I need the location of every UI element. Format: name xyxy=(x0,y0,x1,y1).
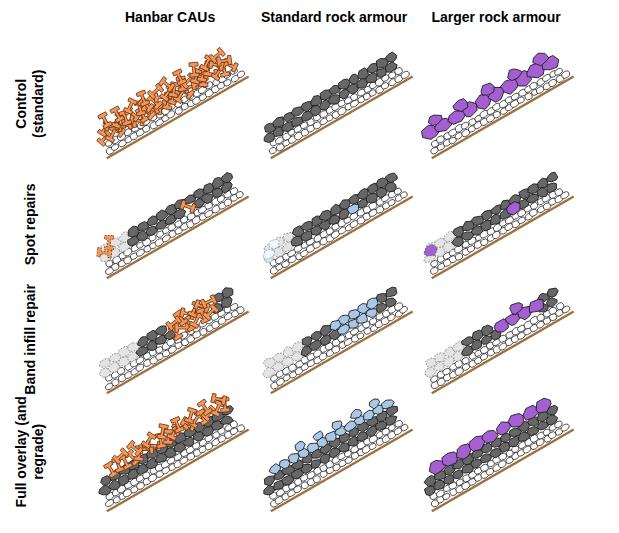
hanbar-unit xyxy=(189,62,199,77)
armour-rock xyxy=(330,419,343,431)
row-heading: Spot repairs xyxy=(22,165,39,283)
armour-rock xyxy=(385,51,399,64)
base-line xyxy=(107,76,249,158)
hanbar-unit xyxy=(170,416,184,433)
revetment-section xyxy=(248,390,413,512)
revetment-section xyxy=(88,280,248,394)
armour-rock xyxy=(478,81,496,98)
armour-rock xyxy=(452,97,470,114)
hanbar-unit xyxy=(123,98,137,115)
column-heading: Hanbar CAUs xyxy=(125,9,215,26)
revetment-section xyxy=(255,49,413,159)
hanbar-unit xyxy=(126,440,143,456)
armour-rock xyxy=(508,300,525,316)
revetment-section xyxy=(86,40,249,159)
armour-rock xyxy=(220,171,235,185)
row-heading: Control (standard) xyxy=(13,45,47,163)
armour-rock xyxy=(261,247,276,261)
hanbar-unit xyxy=(141,432,156,449)
armour-rock xyxy=(505,200,524,217)
revetment-section xyxy=(416,169,574,279)
armour-rock xyxy=(312,431,324,442)
hanbar-unit xyxy=(180,200,197,213)
revetment-section xyxy=(413,279,573,393)
armour-rock xyxy=(380,397,396,411)
armour-rock xyxy=(154,324,169,338)
revetment-section xyxy=(82,387,249,512)
armour-rock xyxy=(220,285,235,299)
base-line xyxy=(271,196,413,278)
armour-rock xyxy=(346,202,361,215)
base-line xyxy=(271,429,413,511)
revetment-section xyxy=(88,163,249,278)
base-line xyxy=(432,311,574,393)
hanbar-unit xyxy=(200,295,217,309)
armour-rock xyxy=(368,397,382,410)
armour-rock xyxy=(533,396,554,416)
hanbar-unit xyxy=(105,236,114,250)
armour-rock xyxy=(480,323,495,337)
armour-rock xyxy=(293,440,307,453)
hanbar-unit xyxy=(216,55,232,66)
armour-rock xyxy=(422,243,440,260)
armour-rock xyxy=(385,171,399,184)
hanbar-unit xyxy=(211,393,227,405)
base-line xyxy=(107,429,249,511)
base-line xyxy=(271,76,413,158)
revetment-section xyxy=(413,44,574,159)
hanbar-unit xyxy=(110,106,125,123)
base-line xyxy=(432,429,574,511)
row-heading: Full overlay (and regrade) xyxy=(13,393,47,511)
hanbar-unit xyxy=(157,424,169,440)
base-line xyxy=(432,196,574,278)
revetment-section xyxy=(410,392,573,511)
base-line xyxy=(271,311,413,393)
hanbar-unit xyxy=(112,448,129,464)
base-line xyxy=(107,196,249,278)
column-heading: Standard rock armour xyxy=(261,9,407,26)
armour-rock xyxy=(545,286,559,300)
hanbar-unit xyxy=(184,407,197,423)
column-heading: Larger rock armour xyxy=(432,9,561,26)
hanbar-unit xyxy=(209,47,226,63)
armour-rock xyxy=(364,296,380,311)
armour-rock xyxy=(384,286,399,300)
hanbar-unit xyxy=(98,112,113,129)
hanbar-unit xyxy=(158,77,175,93)
armour-rock xyxy=(526,296,547,315)
armour-rock xyxy=(530,50,550,69)
hanbar-unit xyxy=(197,399,213,416)
row-heading: Band infill repair xyxy=(22,280,39,398)
armour-rock xyxy=(348,407,363,421)
base-line xyxy=(107,311,249,393)
revetment-section xyxy=(255,283,413,393)
armour-rock xyxy=(426,112,444,128)
armour-rock xyxy=(544,171,558,184)
armour-rock xyxy=(505,65,523,82)
hanbar-unit xyxy=(172,69,186,86)
underlayer-stone xyxy=(553,67,563,76)
revetment-section xyxy=(254,168,412,278)
armour-rock xyxy=(267,237,281,251)
